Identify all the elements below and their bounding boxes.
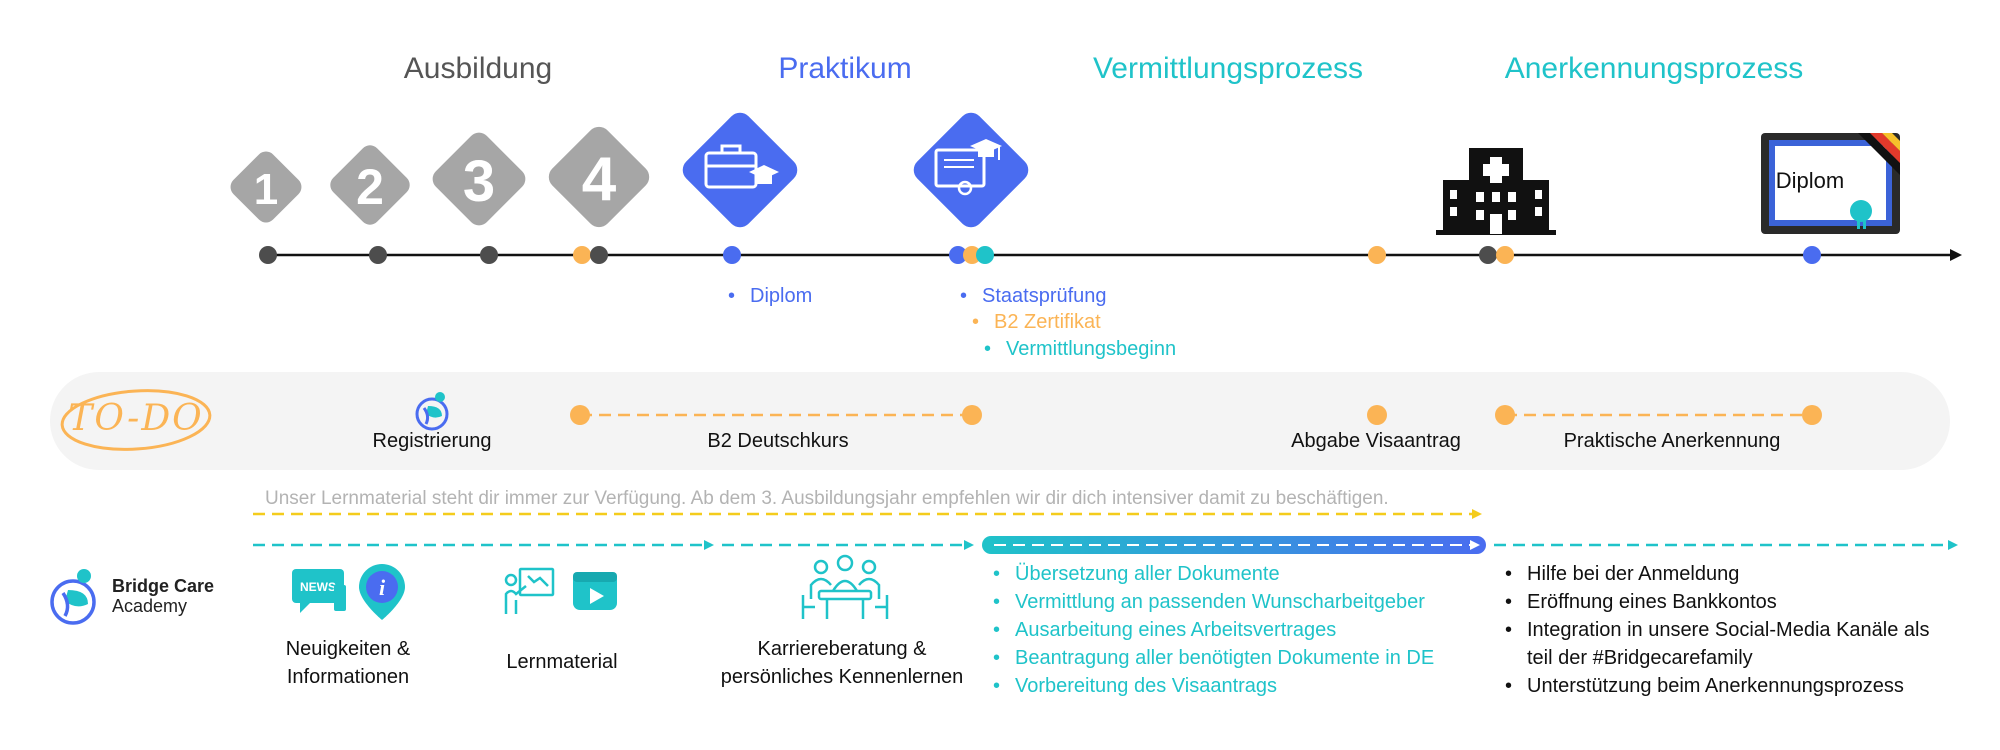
step-diamond-4: 4 bbox=[548, 126, 650, 228]
timeline-dot bbox=[369, 246, 387, 264]
todo-dot bbox=[570, 405, 590, 425]
step-number-2: 2 bbox=[356, 159, 384, 215]
timeline-dot bbox=[949, 246, 967, 264]
list-item: Unterstützung beim Anerkennungsprozess bbox=[1503, 672, 1929, 700]
certificate-graduation-icon bbox=[913, 112, 1029, 228]
list-item: Integration in unsere Social-Media Kanäl… bbox=[1503, 616, 1929, 644]
list-item: Eröffnung eines Bankkontos bbox=[1503, 588, 1929, 616]
milestone-vermittlungsbeginn: Vermittlungsbeginn bbox=[982, 335, 1176, 363]
timeline-graphic: 1 2 3 4 bbox=[230, 112, 1962, 261]
phase-title-vermittlungsprozess: Vermittlungsprozess bbox=[1092, 52, 1364, 85]
milestone-staatspruefung: Staatsprüfung bbox=[958, 282, 1107, 310]
service-karriereberatung: Karriereberatung & persönliches Kennenle… bbox=[721, 635, 963, 691]
meeting-table-icon bbox=[801, 554, 889, 619]
phase-title-ausbildung: Ausbildung bbox=[403, 52, 553, 85]
certificate-label: Diplom bbox=[1775, 168, 1845, 193]
news-icon: NEWS bbox=[292, 569, 346, 613]
service-lines bbox=[253, 509, 1958, 554]
list-item: Vermittlung an passenden Wunscharbeitgeb… bbox=[991, 588, 1434, 616]
diploma-frame-icon bbox=[1761, 133, 1900, 234]
todo-dot bbox=[962, 405, 982, 425]
svg-text:i: i bbox=[379, 575, 386, 600]
todo-badge-icon bbox=[60, 389, 212, 451]
milestone-list-vermittlung: Vermittlungsbeginn bbox=[982, 335, 1176, 363]
todo-praktische-anerkennung: Praktische Anerkennung bbox=[1563, 430, 1781, 452]
timeline-dot bbox=[1479, 246, 1497, 264]
list-item: Übersetzung aller Dokumente bbox=[991, 560, 1434, 588]
hospital-icon bbox=[1436, 148, 1556, 235]
timeline-dot bbox=[573, 246, 591, 264]
milestone-list-b2: B2 Zertifikat bbox=[970, 308, 1101, 336]
list-item: Vorbereitung des Visaantrags bbox=[991, 672, 1434, 700]
brand-line-1: Bridge Care bbox=[112, 576, 215, 596]
todo-dot bbox=[1495, 405, 1515, 425]
phase-title-praktikum: Praktikum bbox=[778, 52, 912, 85]
step-diamond-2: 2 bbox=[330, 145, 410, 225]
todo-band bbox=[50, 372, 1950, 470]
todo-dot bbox=[1802, 405, 1822, 425]
news-icon-label: NEWS bbox=[300, 580, 336, 594]
brand-line-2: Academy bbox=[112, 596, 188, 616]
list-item: Hilfe bei der Anmeldung bbox=[1503, 560, 1929, 588]
timeline-dot bbox=[1368, 246, 1386, 264]
milestone-list-staatspruefung: Staatsprüfung bbox=[958, 282, 1107, 310]
video-play-icon bbox=[573, 572, 617, 610]
teacher-board-icon bbox=[504, 567, 555, 614]
todo-badge-text: TO-DO bbox=[68, 398, 204, 439]
learning-material-note: Unser Lernmaterial steht dir immer zur V… bbox=[265, 488, 1389, 509]
bridge-care-logo-icon bbox=[50, 569, 96, 625]
todo-abgabe-visaantrag: Abgabe Visaantrag bbox=[1291, 430, 1461, 452]
list-item-continuation: teil der #Bridgecarefamily bbox=[1527, 647, 1753, 669]
milestone-diplom: Diplom bbox=[726, 282, 812, 310]
timeline-dot bbox=[1496, 246, 1514, 264]
list-item: Ausarbeitung eines Arbeitsvertrages bbox=[991, 616, 1434, 644]
timeline-dot bbox=[1803, 246, 1821, 264]
milestone-b2-zertifikat: B2 Zertifikat bbox=[970, 308, 1101, 336]
anerkennung-task-list: Hilfe bei der Anmeldung Eröffnung eines … bbox=[1503, 560, 1929, 700]
step-number-4: 4 bbox=[582, 145, 617, 214]
info-icon: i bbox=[359, 564, 405, 620]
milestone-list-praktikum: Diplom bbox=[726, 282, 812, 310]
service-lernmaterial: Lernmaterial bbox=[506, 651, 618, 673]
timeline-dot bbox=[259, 246, 277, 264]
brand-name: Bridge Care Academy bbox=[112, 576, 214, 616]
service-karriere-line-2: persönliches Kennenlernen bbox=[720, 666, 964, 688]
vermittlung-task-list: Übersetzung aller Dokumente Vermittlung … bbox=[991, 560, 1434, 700]
todo-dashed-lines bbox=[580, 413, 1812, 417]
todo-dot bbox=[1367, 405, 1387, 425]
timeline-dot bbox=[590, 246, 608, 264]
step-diamond-3: 3 bbox=[432, 132, 526, 226]
step-number-1: 1 bbox=[254, 165, 278, 214]
step-number-3: 3 bbox=[463, 149, 495, 214]
briefcase-graduation-icon bbox=[682, 112, 798, 228]
timeline-dot bbox=[723, 246, 741, 264]
list-item: Beantragung aller benötigten Dokumente i… bbox=[991, 644, 1434, 672]
service-neuigkeiten-line-2: Informationen bbox=[286, 666, 410, 688]
service-neuigkeiten-line-1: Neuigkeiten & bbox=[285, 638, 411, 660]
timeline-dot bbox=[976, 246, 994, 264]
todo-b2-deutschkurs: B2 Deutschkurs bbox=[707, 430, 849, 452]
service-neuigkeiten: Neuigkeiten & Informationen bbox=[286, 635, 411, 691]
timeline-dot bbox=[480, 246, 498, 264]
bridge-care-logo-icon bbox=[415, 392, 449, 431]
step-diamond-1: 1 bbox=[230, 151, 302, 223]
service-karriere-line-1: Karriereberatung & bbox=[757, 638, 927, 660]
phase-title-anerkennungsprozess: Anerkennungsprozess bbox=[1504, 52, 1804, 85]
todo-registrierung: Registrierung bbox=[372, 430, 492, 452]
